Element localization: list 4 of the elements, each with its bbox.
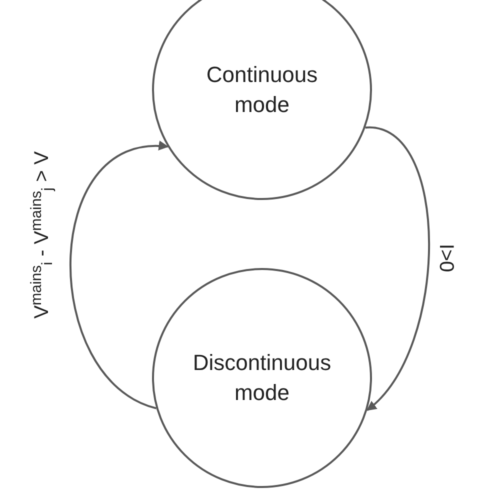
curved-arrow (365, 126, 430, 411)
curved-arrow (70, 142, 169, 410)
state-label: Discontinuous mode (192, 349, 332, 407)
state-label: Continuous mode (205, 61, 319, 119)
